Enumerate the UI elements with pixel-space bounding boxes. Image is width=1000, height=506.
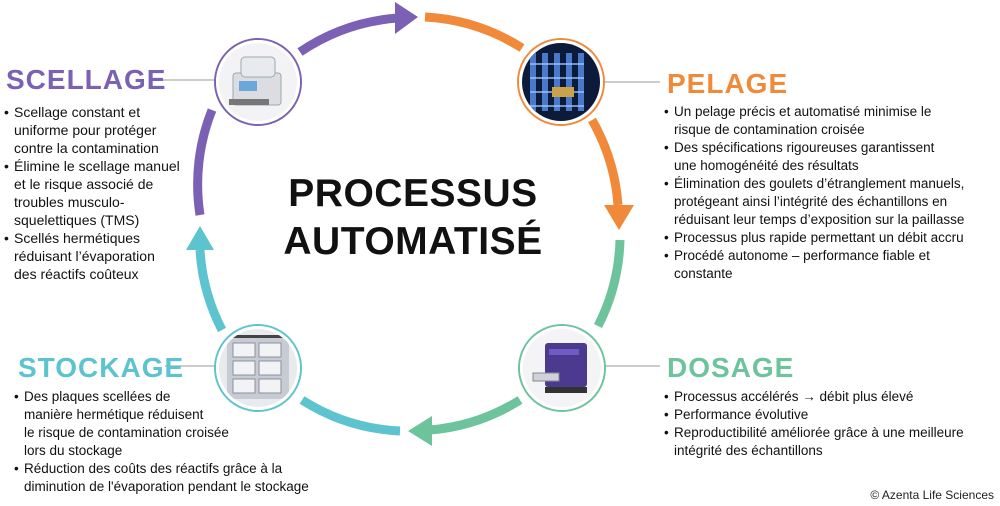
- pelage-bullet-2: Des spécifications rigoureuses garantiss…: [664, 139, 998, 175]
- pelage-bullet-5: Procédé autonome – performance fiable et…: [664, 247, 998, 283]
- pelage-bullet-1: Un pelage précis et automatisé minimise …: [664, 103, 998, 139]
- dosage-bullets: Processus accélérés → débit plus élevé P…: [664, 388, 998, 460]
- scellage-arc: [297, 13, 399, 56]
- stockage-heading: STOCKAGE: [18, 352, 185, 383]
- pelage-arc: [424, 12, 525, 52]
- center-title-line1: PROCESSUS: [288, 172, 538, 215]
- dosage-bullet-1: Processus accélérés → débit plus élevé: [664, 388, 998, 406]
- dosage-bullet-2: Performance évolutive: [664, 406, 998, 424]
- scellage-bullet-1: Scellage constant et uniforme pour proté…: [4, 103, 204, 157]
- plate-reader-icon: [520, 326, 604, 410]
- scellage-heading: SCELLAGE: [6, 64, 167, 95]
- dosage-bottom-arc: [429, 396, 523, 435]
- scellage-bullets: Scellage constant et uniforme pour proté…: [4, 103, 204, 283]
- scellage-arrow-head: [395, 2, 418, 34]
- center-title-line2: AUTOMATISÉ: [283, 220, 543, 263]
- dosage-arrow-head: [408, 416, 432, 446]
- scellage-bullet-2: Élimine le scellage manuel et le risque …: [4, 157, 204, 229]
- stockage-bullet-2: Réduction des coûts des réactifs grâce à…: [14, 460, 364, 496]
- pelage-right-arc: [588, 117, 623, 206]
- pelage-bullets: Un pelage précis et automatisé minimise …: [664, 103, 998, 283]
- copyright-notice: © Azenta Life Sciences: [870, 488, 994, 502]
- dosage-arc: [593, 239, 625, 329]
- pelage-arrow-head: [604, 205, 634, 230]
- automated-storage-icon: [519, 40, 603, 124]
- pelage-bullet-4: Processus plus rapide permettant un débi…: [664, 229, 998, 247]
- center-title: PROCESSUS AUTOMATISÉ: [248, 170, 578, 266]
- plate-sealer-icon: [216, 40, 300, 124]
- dosage-heading: DOSAGE: [667, 352, 795, 383]
- stockage-bullets: Des plaques scellées de manière hermétiq…: [14, 388, 364, 496]
- stockage-bullet-1: Des plaques scellées de manière hermétiq…: [14, 388, 364, 460]
- pelage-heading: PELAGE: [667, 68, 789, 99]
- scellage-bullet-3: Scellés hermétiques réduisant l’évaporat…: [4, 229, 204, 283]
- dosage-bullet-3: Reproductibilité améliorée grâce à une m…: [664, 424, 998, 460]
- pelage-bullet-3: Élimination des goulets d’étranglement m…: [664, 175, 998, 229]
